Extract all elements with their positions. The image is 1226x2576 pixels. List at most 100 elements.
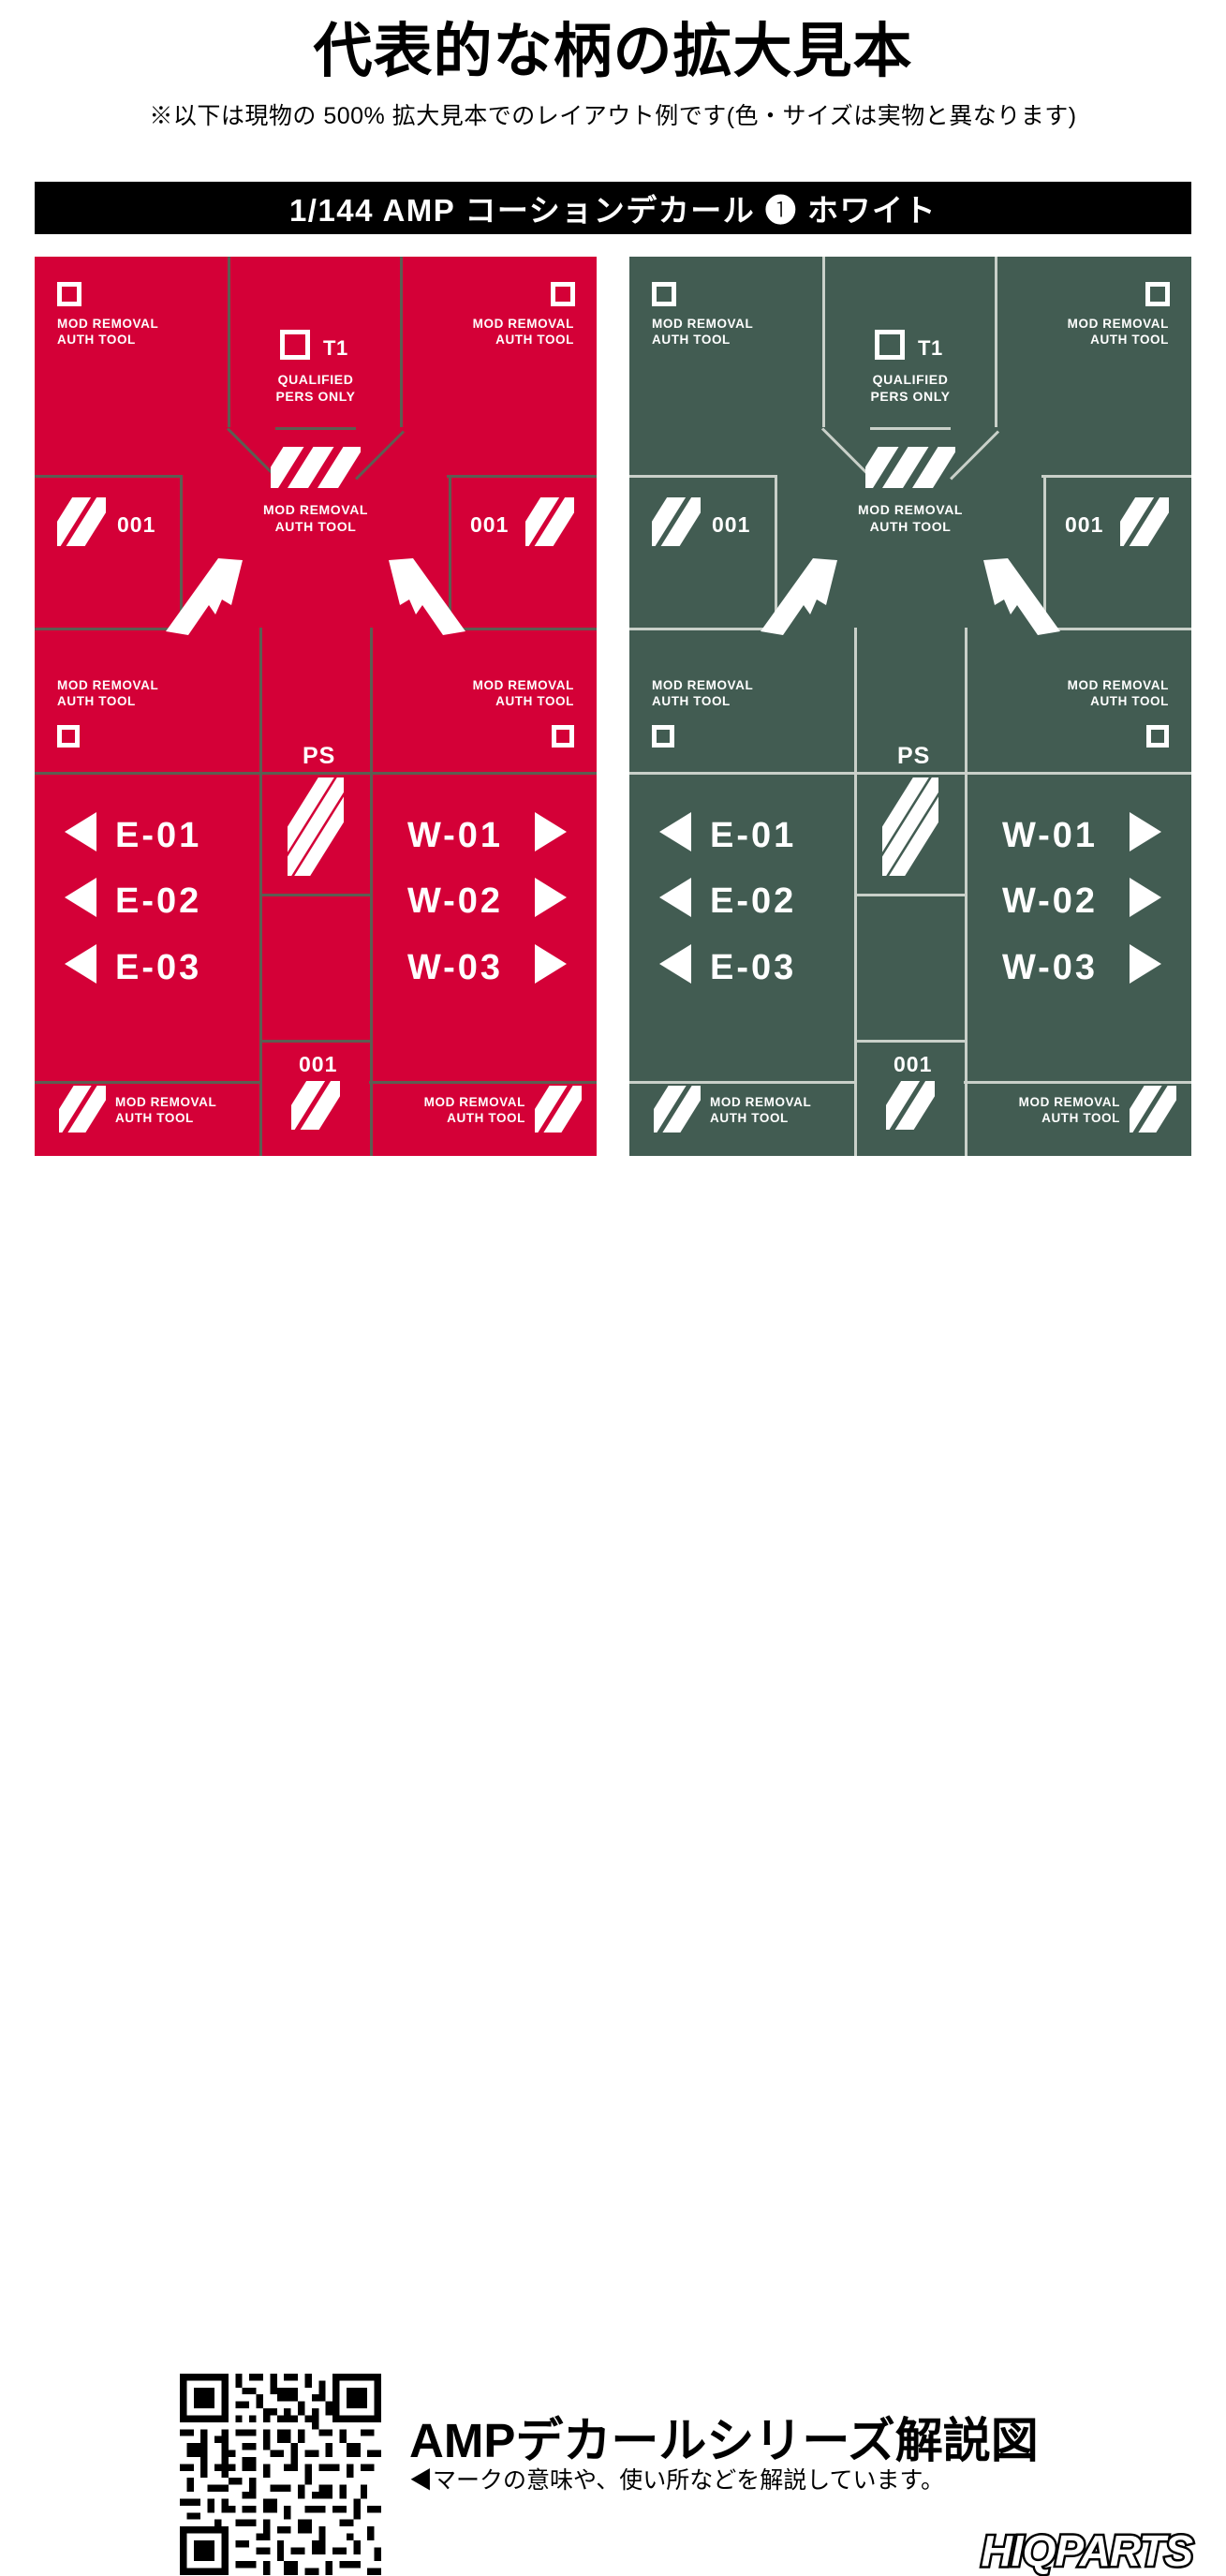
cut-line (259, 894, 372, 896)
mod-removal-label: MOD REMOVAL AUTH TOOL (472, 317, 574, 347)
arrow-left-icon (659, 944, 691, 984)
cut-line (950, 430, 1000, 481)
hollow-square-icon (57, 725, 80, 748)
east-code-label: E-03 (710, 948, 797, 987)
qr-code[interactable] (180, 2374, 381, 2575)
page-subtitle: ※以下は現物の 500% 拡大見本でのレイアウト例です(色・サイズは実物と異なり… (149, 103, 1077, 130)
mod-removal-label: MOD REMOVAL AUTH TOOL (57, 678, 159, 708)
hazard-stripe-icon (654, 1086, 701, 1133)
hazard-stripe-icon (882, 777, 938, 876)
qualified-pers-label: QUALIFIED PERS ONLY (870, 372, 951, 404)
t1-label: T1 (918, 336, 943, 360)
cut-line (35, 475, 183, 478)
cut-line (965, 628, 968, 1156)
cut-line (854, 772, 967, 775)
hazard-stripe-icon (1130, 1086, 1176, 1133)
west-code-label: W-01 (407, 816, 504, 855)
hazard-stripe-icon (288, 777, 344, 876)
cut-line (180, 475, 183, 629)
hazard-stripe-icon (271, 447, 361, 488)
mod-removal-label: MOD REMOVAL AUTH TOOL (710, 1095, 812, 1125)
qualified-pers-label: QUALIFIED PERS ONLY (275, 372, 356, 404)
arrow-right-icon (535, 878, 567, 917)
product-banner: 1/144 AMP コーションデカール ❶ ホワイト (35, 182, 1191, 234)
brand-logo: HIQPARTS (979, 2524, 1195, 2576)
cut-line (370, 628, 373, 1156)
cut-line (275, 427, 356, 430)
cut-line (35, 772, 260, 775)
decal-sheets: MOD REMOVAL AUTH TOOL MOD REMOVAL AUTH TO… (35, 257, 1191, 1156)
mod-removal-label: MOD REMOVAL AUTH TOOL (57, 317, 159, 347)
west-code-label: W-03 (407, 948, 504, 987)
east-code-label: E-02 (710, 881, 797, 921)
hollow-square-icon (280, 330, 310, 360)
mod-removal-label: MOD REMOVAL AUTH TOOL (652, 678, 754, 708)
ps-label: PS (303, 743, 336, 769)
cut-line (369, 1081, 597, 1084)
hollow-square-icon (652, 282, 676, 306)
unit-number-label: 001 (1065, 512, 1104, 537)
cut-line (870, 427, 951, 430)
cut-line (820, 427, 871, 478)
arrow-right-icon (1130, 812, 1161, 851)
cut-line (259, 1040, 372, 1043)
unit-number-label: 001 (299, 1052, 338, 1076)
swoosh-arrow-icon (983, 558, 1060, 635)
unit-number-label: 001 (470, 512, 510, 537)
hollow-square-icon (1146, 725, 1169, 748)
cut-line (369, 772, 597, 775)
hollow-square-icon (1145, 282, 1170, 306)
swoosh-arrow-icon (166, 558, 243, 635)
east-code-label: E-01 (710, 816, 797, 855)
mod-removal-label: MOD REMOVAL AUTH TOOL (115, 1095, 217, 1125)
cut-line (775, 475, 777, 629)
cut-line (259, 772, 372, 775)
green-decal-sheet: MOD REMOVAL AUTH TOOL MOD REMOVAL AUTH TO… (629, 257, 1191, 1156)
cut-line (629, 1081, 855, 1084)
hollow-square-icon (57, 282, 81, 306)
hazard-stripe-icon (59, 1086, 106, 1133)
hazard-stripe-icon (1120, 497, 1169, 546)
west-code-label: W-01 (1002, 816, 1099, 855)
cut-line (355, 430, 406, 481)
hazard-stripe-icon (886, 1081, 935, 1130)
cut-line (1043, 475, 1046, 629)
cut-line (964, 1081, 1191, 1084)
cut-line (1041, 475, 1191, 478)
swoosh-arrow-icon (761, 558, 837, 635)
footer: AMPデカールシリーズ解説図 ◀マークの意味や、使い所などを解説しています。 H… (0, 1192, 1226, 2576)
cut-line (447, 628, 597, 630)
hazard-stripe-icon (57, 497, 106, 546)
arrow-right-icon (535, 944, 567, 984)
ps-label: PS (897, 743, 931, 769)
cut-line (854, 894, 967, 896)
unit-number-label: 001 (712, 512, 751, 537)
west-code-label: W-03 (1002, 948, 1099, 987)
cut-line (1041, 628, 1191, 630)
arrow-left-icon (65, 944, 96, 984)
cut-line (226, 427, 276, 478)
west-code-label: W-02 (407, 881, 504, 921)
unit-number-label: 001 (894, 1052, 933, 1076)
hollow-square-icon (652, 725, 674, 748)
cut-line (995, 257, 997, 427)
hazard-stripe-icon (291, 1081, 340, 1130)
hollow-square-icon (551, 282, 575, 306)
cut-line (228, 257, 230, 427)
product-banner-text: 1/144 AMP コーションデカール ❶ ホワイト (288, 193, 938, 228)
hazard-stripe-icon (535, 1086, 582, 1133)
mod-removal-label: MOD REMOVAL AUTH TOOL (652, 317, 754, 347)
arrow-left-icon (65, 878, 96, 917)
arrow-right-icon (1130, 944, 1161, 984)
arrow-left-icon (659, 878, 691, 917)
swoosh-arrow-icon (389, 558, 465, 635)
mod-removal-label: MOD REMOVAL AUTH TOOL (262, 502, 369, 534)
mod-removal-label: MOD REMOVAL AUTH TOOL (1018, 1095, 1120, 1125)
arrow-left-icon (659, 812, 691, 851)
arrow-right-icon (1130, 878, 1161, 917)
cut-line (964, 772, 1191, 775)
hollow-square-icon (875, 330, 905, 360)
hollow-square-icon (552, 725, 574, 748)
mod-removal-label: MOD REMOVAL AUTH TOOL (472, 678, 574, 708)
east-code-label: E-01 (115, 816, 202, 855)
